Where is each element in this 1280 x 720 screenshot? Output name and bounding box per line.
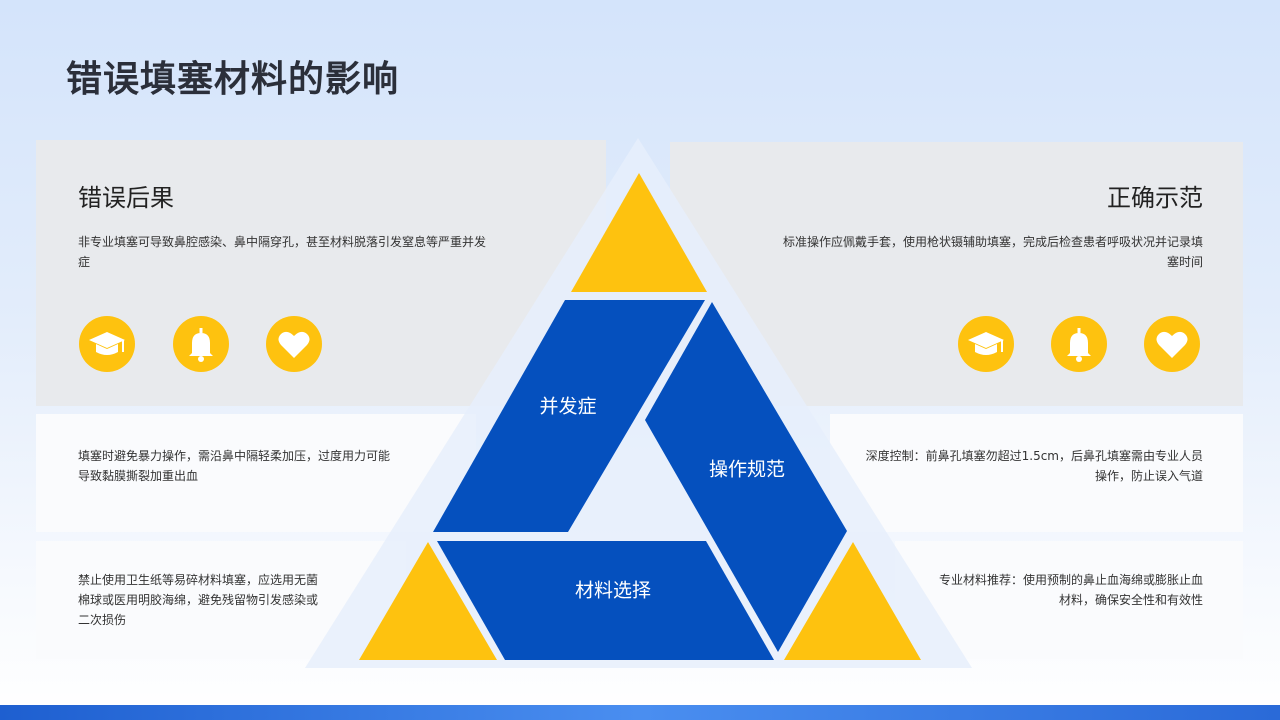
right-bottom-text: 专业材料推荐：使用预制的鼻止血海绵或膨胀止血材料，确保安全性和有效性 (938, 573, 1203, 607)
graduation-cap-icon (79, 316, 135, 372)
bottom-left-yellow-triangle (359, 542, 497, 660)
bottom-accent-bar (0, 705, 1280, 720)
heart-icon (1144, 316, 1200, 372)
right-heading: 正确示范 (1107, 184, 1203, 212)
right-mid-panel (830, 414, 1243, 532)
segment-operation (645, 302, 847, 652)
bottom-right-yellow-triangle (784, 542, 921, 660)
graduation-cap-icon (958, 316, 1014, 372)
bell-icon (1051, 316, 1107, 372)
left-description: 非专业填塞可导致鼻腔感染、鼻中隔穿孔，甚至材料脱落引发窒息等严重并发症 (78, 235, 487, 269)
segment-label-material: 材料选择 (574, 579, 652, 602)
top-yellow-triangle (571, 173, 707, 292)
heart-icon (266, 316, 322, 372)
segment-complication (433, 300, 705, 532)
segment-label-complication: 并发症 (539, 395, 597, 418)
segment-material (437, 541, 774, 660)
left-bottom-text: 禁止使用卫生纸等易碎材料填塞，应选用无菌棉球或医用明胶海绵，避免残留物引发感染或… (78, 573, 319, 627)
right-description: 标准操作应佩戴手套，使用枪状镊辅助填塞，完成后检查患者呼吸状况并记录填塞时间 (783, 235, 1204, 269)
page-title: 错误填塞材料的影响 (66, 59, 400, 100)
segment-label-operation: 操作规范 (708, 458, 786, 481)
right-mid-text: 深度控制：前鼻孔填塞勿超过1.5cm，后鼻孔填塞需由专业人员操作，防止误入气道 (865, 449, 1203, 483)
bell-icon (173, 316, 229, 372)
left-heading: 错误后果 (78, 184, 174, 212)
left-mid-text: 填塞时避免暴力操作，需沿鼻中隔轻柔加压，过度用力可能导致黏膜撕裂加重出血 (78, 449, 391, 483)
left-mid-panel (36, 414, 476, 532)
